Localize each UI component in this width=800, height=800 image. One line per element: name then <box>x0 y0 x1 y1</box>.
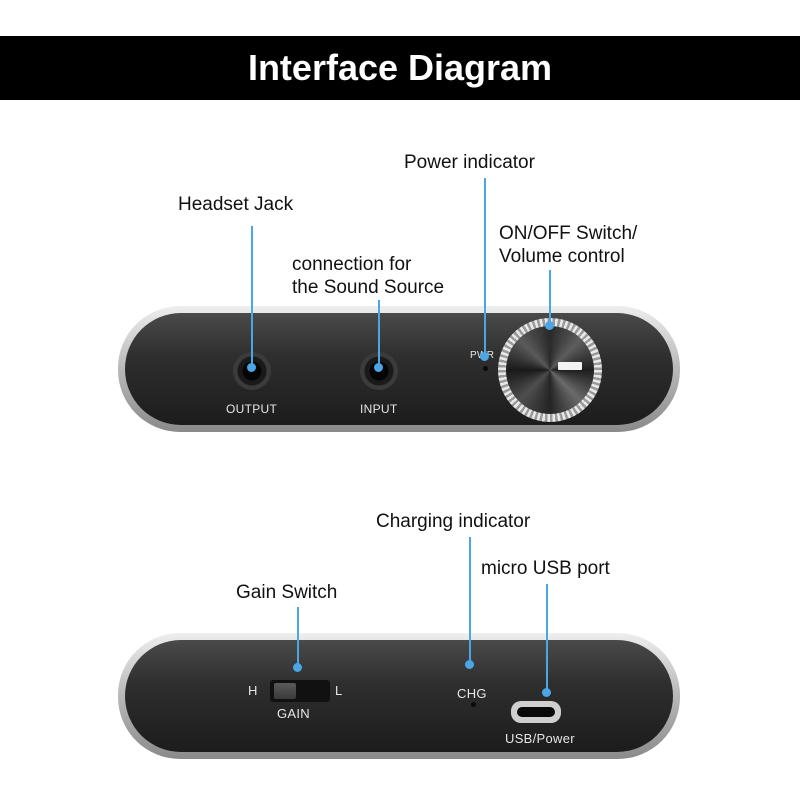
title-banner: Interface Diagram <box>0 36 800 100</box>
rear-panel-face <box>125 640 673 752</box>
usb-power-label: USB/Power <box>505 731 575 746</box>
headset-jack-dot <box>247 363 256 372</box>
power-led <box>483 366 488 371</box>
power-indicator-label: Power indicator <box>404 152 535 173</box>
power-indicator-leader <box>484 178 486 356</box>
sound-source-label-line2: the Sound Source <box>292 277 445 298</box>
volume-knob-indicator <box>558 362 582 370</box>
sound-source-leader <box>378 300 380 368</box>
charging-indicator-label: Charging indicator <box>376 511 531 532</box>
gain-label: GAIN <box>277 706 310 721</box>
gain-switch-leader <box>297 607 299 667</box>
charging-indicator-dot <box>465 660 474 669</box>
power-indicator-dot <box>480 352 489 361</box>
micro-usb-port <box>511 701 561 723</box>
gain-low-label: L <box>335 683 343 698</box>
micro-usb-leader <box>546 584 548 692</box>
output-label: OUTPUT <box>226 402 278 416</box>
charging-led <box>471 702 476 707</box>
page-title: Interface Diagram <box>247 47 553 88</box>
onoff-leader <box>549 270 551 326</box>
sound-source-dot <box>374 363 383 372</box>
volume-knob <box>498 318 602 422</box>
gain-switch-dot <box>293 663 302 672</box>
gain-switch <box>270 680 330 702</box>
micro-usb-dot <box>542 688 551 697</box>
chg-label: CHG <box>457 686 487 701</box>
micro-usb-label: micro USB port <box>481 558 610 579</box>
onoff-label-line1: ON/OFF Switch/ <box>499 223 638 244</box>
onoff-label-line2: Volume control <box>499 246 625 267</box>
micro-usb-opening <box>517 707 555 717</box>
onoff-dot <box>545 321 554 330</box>
gain-high-label: H <box>248 683 258 698</box>
input-label: INPUT <box>360 402 398 416</box>
headset-jack-leader <box>251 226 253 368</box>
gain-switch-label: Gain Switch <box>236 582 338 603</box>
gain-switch-thumb <box>274 683 296 699</box>
charging-indicator-leader <box>469 537 471 664</box>
rear-panel <box>118 633 680 759</box>
volume-knob-face <box>506 326 594 414</box>
sound-source-label-line1: connection for <box>292 254 412 275</box>
headset-jack-label: Headset Jack <box>178 194 294 215</box>
